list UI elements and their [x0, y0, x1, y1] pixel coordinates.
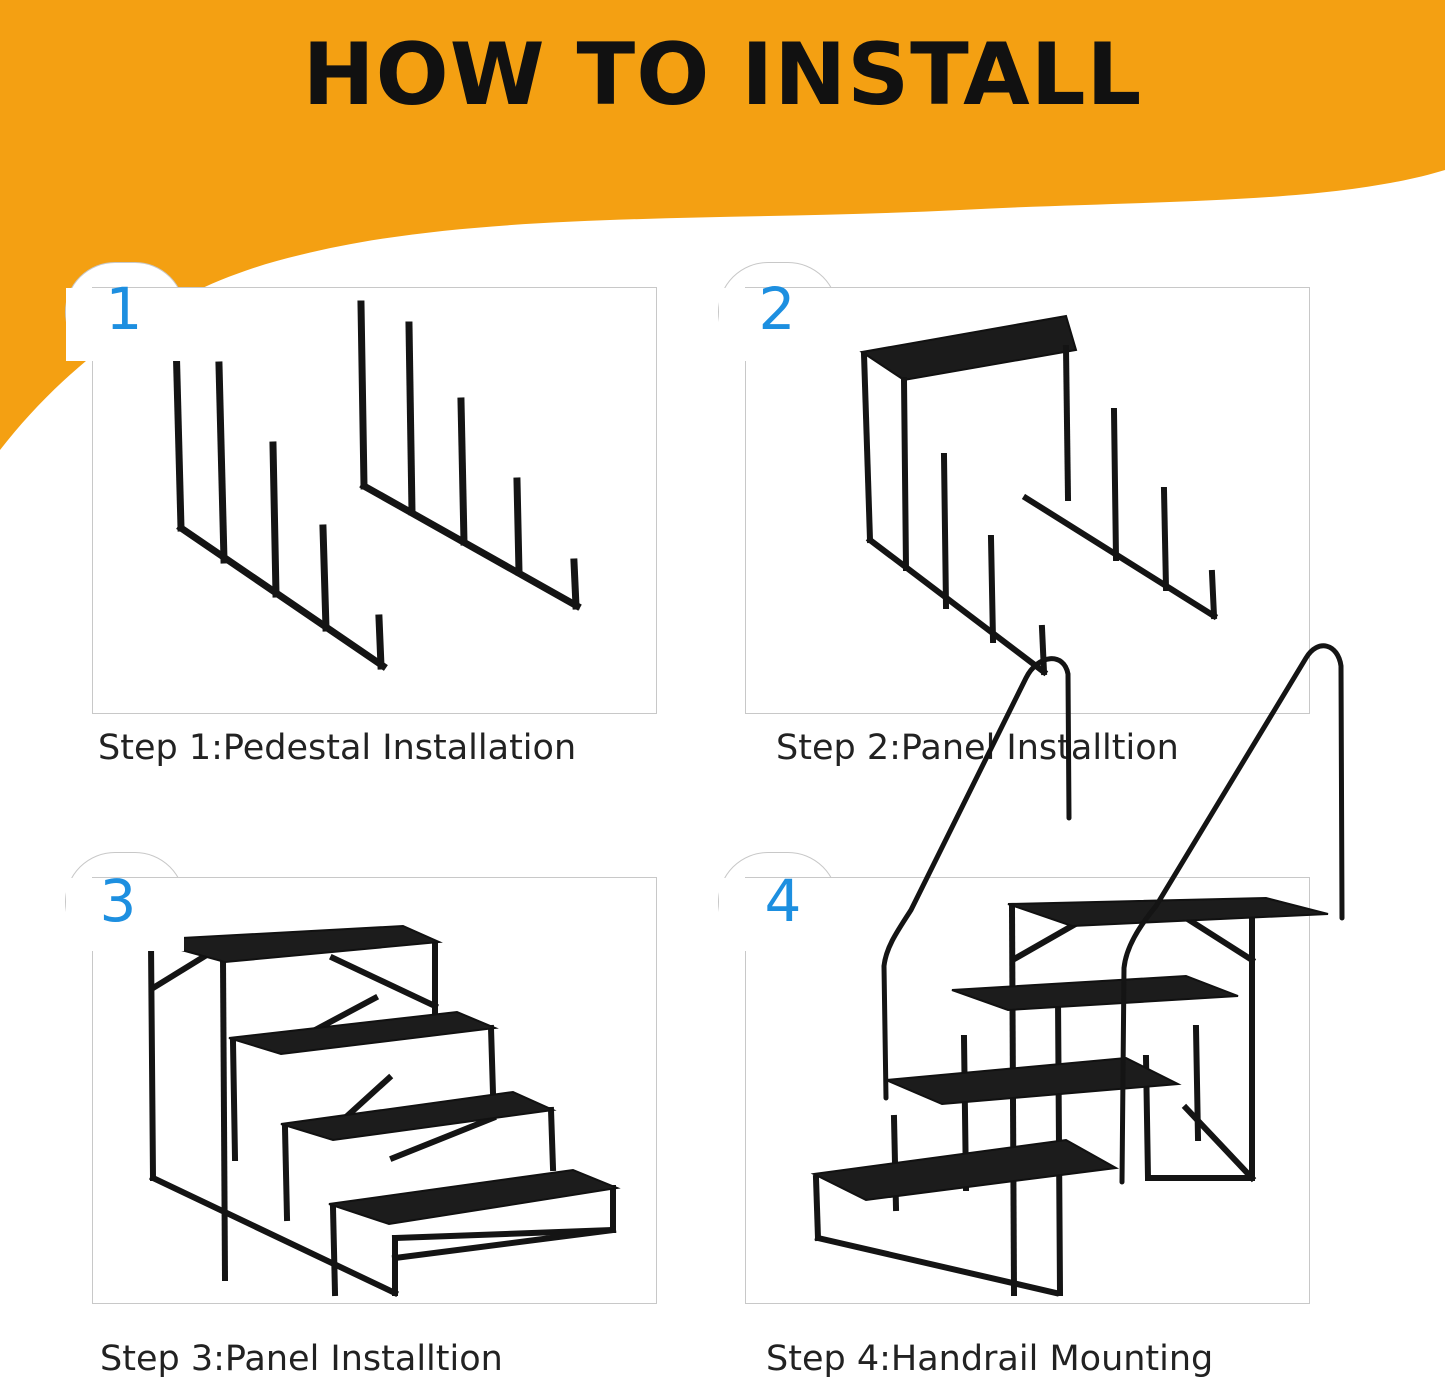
panel-frame-illustration — [859, 314, 1219, 677]
pedestal-frames-illustration — [172, 300, 582, 671]
step-4-tab-cover — [719, 878, 837, 951]
step-2-number: 2 — [758, 275, 796, 343]
assembled-steps-illustration — [144, 924, 621, 1297]
step-2-caption: Step 2:Panel Installtion — [776, 728, 1179, 768]
step-1-caption: Step 1:Pedestal Installation — [98, 728, 577, 768]
steps-with-handrails-illustration — [810, 643, 1345, 1297]
step-1-panel — [92, 287, 657, 714]
step-4-panel — [745, 643, 1345, 1304]
step-1-tab-cover — [66, 288, 184, 361]
step-3-caption: Step 3:Panel Installtion — [100, 1339, 503, 1379]
step-3-number: 3 — [99, 867, 137, 935]
step-1-number: 1 — [105, 275, 143, 343]
page-title: HOW TO INSTALL — [302, 25, 1143, 125]
orange-banner — [0, 0, 1445, 450]
step-4-caption: Step 4:Handrail Mounting — [766, 1339, 1214, 1379]
step-2-tab-cover — [719, 288, 837, 361]
step-4-number: 4 — [764, 867, 802, 935]
step-2-panel — [745, 287, 1310, 714]
step-3-panel — [92, 877, 657, 1304]
step-3-tab-cover — [66, 878, 184, 951]
